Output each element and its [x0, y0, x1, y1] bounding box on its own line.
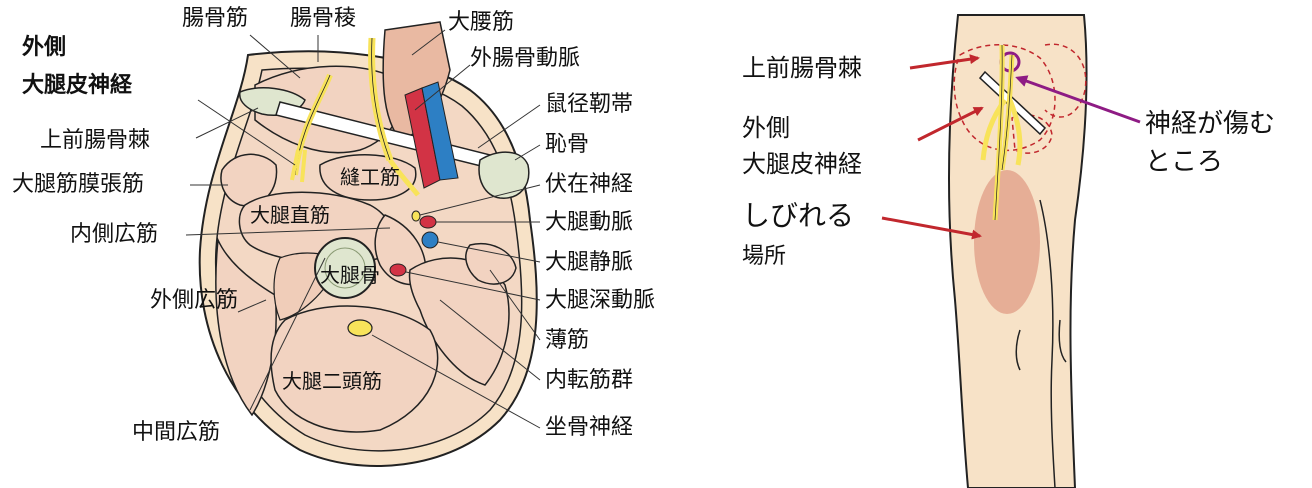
vastus-medialis-muscle: [374, 214, 427, 286]
cross-section: [185, 21, 541, 467]
tfl-muscle: [220, 153, 278, 207]
label-iliac-crest: 腸骨稜: [290, 6, 357, 31]
label-sciatic-nerve: 坐骨神経: [545, 415, 634, 440]
label-femoral-vein: 大腿静脈: [545, 250, 634, 275]
femoral-artery: [419, 215, 437, 229]
label-external-iliac-artery: 外腸骨動脈: [470, 46, 581, 71]
label-femur: 大腿骨: [320, 263, 380, 287]
vastus-lateralis-muscle: [215, 237, 277, 417]
gracilis-muscle: [465, 243, 517, 285]
femur-bone: [314, 237, 376, 299]
label-deep-femoral-artery: 大腿深動脈: [545, 288, 656, 313]
label-injury-line1: 神経が傷む: [1145, 109, 1276, 139]
label-inguinal-ligament: 鼠径靭帯: [545, 92, 634, 117]
label-iliacus: 腸骨筋: [182, 6, 249, 31]
label-biceps-femoris: 大腿二頭筋: [282, 369, 382, 393]
arrow-asis: [909, 54, 980, 70]
leg-diagram: [881, 14, 1141, 488]
arrow-injury: [1015, 75, 1141, 124]
numb-area: [974, 170, 1040, 314]
femoral-vein: [421, 231, 439, 249]
label-adductors: 内転筋群: [545, 368, 634, 393]
label-femoral-artery: 大腿動脈: [545, 210, 634, 235]
title-line2: 大腿皮神経: [22, 73, 133, 98]
label-lfcn-line1: 外側: [742, 114, 790, 142]
label-pubis: 恥骨: [545, 132, 590, 157]
sciatic-nerve: [347, 319, 373, 337]
label-numb-line1: しびれる: [742, 199, 855, 232]
label-injury-line2: ところ: [1145, 147, 1224, 177]
deep-femoral-artery: [389, 263, 407, 277]
label-vastus-intermedius: 中間広筋: [132, 420, 221, 445]
label-asis-right: 上前腸骨棘: [742, 54, 862, 82]
leg-inner-line: [1039, 199, 1056, 488]
label-numb-line2: 場所: [742, 244, 787, 269]
label-vastus-medialis: 内側広筋: [70, 222, 159, 247]
external-iliac-vein: [421, 81, 459, 181]
title-line1: 外側: [22, 35, 67, 60]
label-saphenous-nerve: 伏在神経: [545, 172, 634, 197]
pubis-bone: [478, 151, 530, 199]
label-psoas-major: 大腰筋: [448, 10, 515, 35]
label-asis: 上前腸骨棘: [40, 128, 151, 153]
label-tfl: 大腿筋膜張筋: [12, 172, 145, 197]
label-lfcn-line2: 大腿皮神経: [742, 150, 862, 178]
label-vastus-lateralis: 外側広筋: [150, 288, 239, 313]
label-rectus-femoris: 大腿直筋: [250, 203, 330, 227]
arrow-lfcn: [917, 106, 984, 142]
saphenous-nerve: [411, 210, 421, 222]
label-gracilis: 薄筋: [545, 328, 590, 353]
label-sartorius: 縫工筋: [340, 165, 400, 189]
biceps-femoris-muscle: [270, 305, 439, 433]
arrow-numb: [881, 216, 982, 240]
